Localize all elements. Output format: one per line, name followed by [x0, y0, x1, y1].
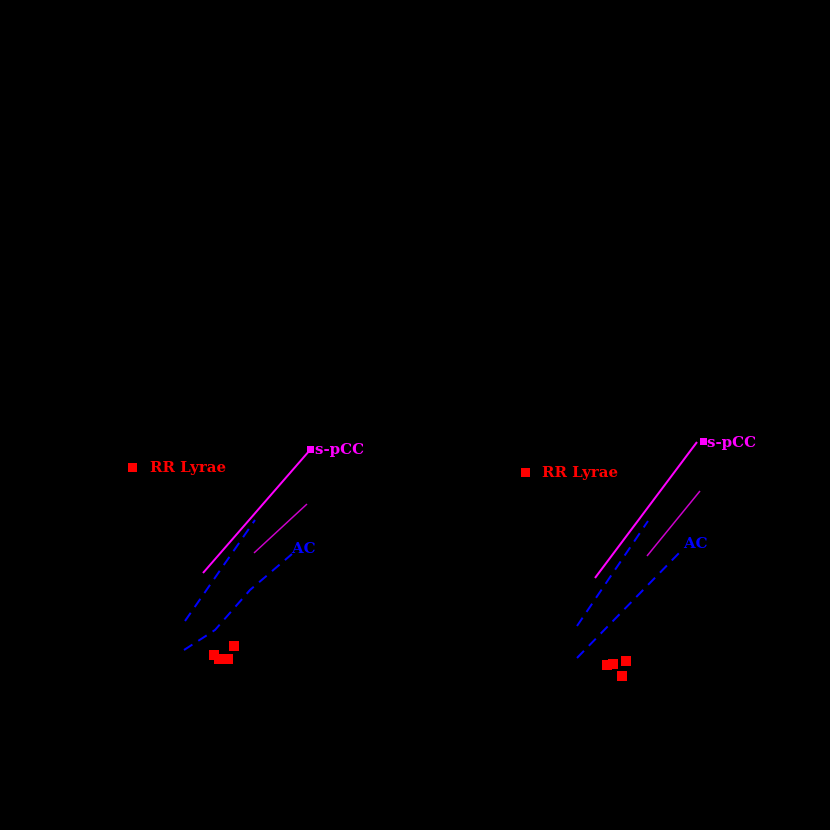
rr-lyrae-points	[209, 641, 239, 664]
ac-dashed-line	[576, 550, 682, 659]
ac-label: AC	[683, 534, 708, 552]
right-panel: RR Lyrae s-pCC AC	[521, 433, 756, 681]
spcc-short-line	[646, 490, 701, 557]
legend-label-rr-lyrae: RR Lyrae	[542, 463, 618, 481]
ac-upper-dashed-line	[184, 519, 256, 622]
ac-upper-dashed-line	[576, 520, 649, 627]
spcc-marker	[700, 438, 707, 445]
legend-label-rr-lyrae: RR Lyrae	[150, 458, 226, 476]
spcc-line	[202, 449, 311, 574]
legend-marker-rr-lyrae	[521, 468, 530, 477]
spcc-short-line	[253, 503, 308, 554]
spcc-marker	[307, 446, 314, 453]
ac-label: AC	[291, 539, 316, 557]
spcc-label: s-pCC	[707, 433, 756, 451]
spcc-label: s-pCC	[315, 440, 364, 458]
legend-marker-rr-lyrae	[128, 463, 137, 472]
spcc-line	[594, 441, 698, 579]
left-panel: RR Lyrae s-pCC AC	[128, 440, 364, 664]
ac-dashed-line	[183, 553, 293, 651]
rr-lyrae-points	[602, 656, 631, 681]
